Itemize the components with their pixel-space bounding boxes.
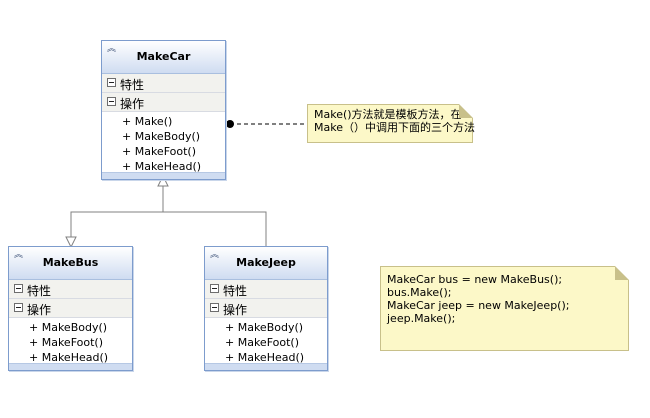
operation-item[interactable]: + MakeBody() [29,321,108,334]
class-name: MakeCar [136,50,191,63]
class-makejeep[interactable]: ︽ MakeJeep 特性 操作 + MakeBody() + MakeFoot… [204,246,328,371]
operation-item[interactable]: + MakeFoot() [225,336,299,349]
class-header: ︽ MakeBus [9,247,132,280]
operation-item[interactable]: + MakeHead() [122,160,202,173]
operation-item[interactable]: + MakeHead() [225,351,305,364]
operations-list: + MakeBody() + MakeFoot() + MakeHead() [9,318,132,367]
inheritance-connector-makejeep [163,211,267,248]
collapse-chevron-icon[interactable]: ︽ [210,250,219,260]
note-text-line: MakeCar jeep = new MakeJeep(); [387,299,570,312]
operation-item[interactable]: + MakeBody() [225,321,304,334]
note-text-line: Make（）中调用下面的三个方法 [314,121,475,134]
section-label: 特性 [223,284,248,298]
operation-item[interactable]: + MakeHead() [29,351,109,364]
collapse-chevron-icon[interactable]: ︽ [14,250,23,260]
section-label: 操作 [27,303,52,317]
note-text-line: jeep.Make(); [387,312,456,325]
section-label: 特性 [120,78,145,92]
operations-list: + Make() + MakeBody() + MakeFoot() + Mak… [102,112,225,176]
note-anchor-dot [226,120,234,128]
class-footer [205,363,327,370]
operations-section[interactable]: 操作 [9,299,132,318]
section-label: 操作 [120,97,145,111]
inheritance-arrowhead-bus [65,236,77,249]
class-header: ︽ MakeJeep [205,247,327,280]
class-makebus[interactable]: ︽ MakeBus 特性 操作 + MakeBody() + MakeFoot(… [8,246,133,371]
class-name: MakeJeep [236,256,296,269]
inheritance-connector-makebus [70,181,164,238]
note-fold-corner [615,266,629,280]
collapse-chevron-icon[interactable]: ︽ [107,44,116,54]
note-code-sample[interactable]: MakeCar bus = new MakeBus(); bus.Make();… [380,266,629,351]
collapse-toggle-icon[interactable] [210,303,219,312]
class-name: MakeBus [42,256,99,269]
attributes-section[interactable]: 特性 [102,74,225,93]
class-footer [102,172,225,179]
section-label: 特性 [27,284,52,298]
operation-item[interactable]: + Make() [122,115,173,128]
operation-item[interactable]: + MakeFoot() [29,336,103,349]
collapse-toggle-icon[interactable] [107,97,116,106]
collapse-toggle-icon[interactable] [107,78,116,87]
operations-section[interactable]: 操作 [205,299,327,318]
attributes-section[interactable]: 特性 [205,280,327,299]
collapse-toggle-icon[interactable] [14,284,23,293]
note-template-method[interactable]: Make()方法就是模板方法，在 Make（）中调用下面的三个方法 [307,104,475,143]
note-text-line: bus.Make(); [387,286,452,299]
class-header: ︽ MakeCar [102,41,225,74]
note-fold-corner [459,104,473,118]
note-text-line: Make()方法就是模板方法，在 [314,108,462,121]
note-text-line: MakeCar bus = new MakeBus(); [387,273,563,286]
class-makecar[interactable]: ︽ MakeCar 特性 操作 + Make() + MakeBody() + … [101,40,226,180]
inheritance-arrowhead [157,174,169,187]
operation-item[interactable]: + MakeFoot() [122,145,196,158]
operations-list: + MakeBody() + MakeFoot() + MakeHead() [205,318,327,367]
attributes-section[interactable]: 特性 [9,280,132,299]
section-label: 操作 [223,303,248,317]
collapse-toggle-icon[interactable] [210,284,219,293]
collapse-toggle-icon[interactable] [14,303,23,312]
class-footer [9,363,132,370]
operations-section[interactable]: 操作 [102,93,225,112]
operation-item[interactable]: + MakeBody() [122,130,201,143]
